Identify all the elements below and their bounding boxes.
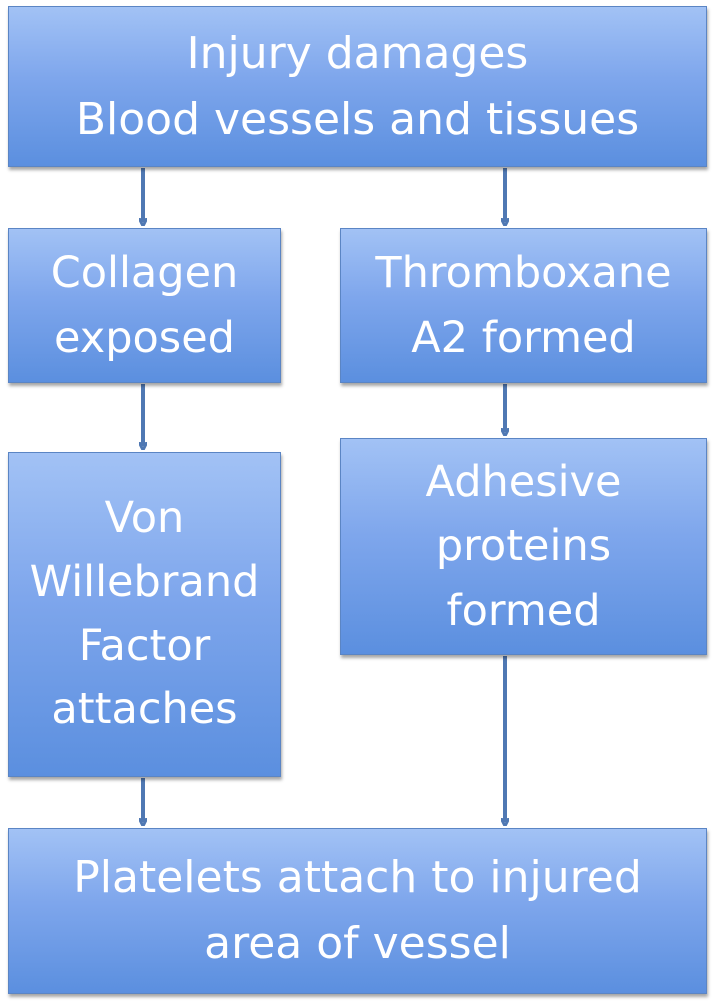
- node-injury-damages: Injury damages Blood vessels and tissues: [8, 6, 707, 167]
- node-platelets-attach: Platelets attach to injured area of vess…: [8, 828, 707, 994]
- node-collagen-exposed: Collagen exposed: [8, 228, 281, 383]
- node-injury-damages-label: Injury damages Blood vessels and tissues: [75, 27, 640, 145]
- node-collagen-exposed-label: Collagen exposed: [50, 248, 239, 363]
- node-von-willebrand-factor: Von Willebrand Factor attaches: [8, 452, 281, 777]
- node-thromboxane-formed: Thromboxane A2 formed: [340, 228, 707, 383]
- node-adhesive-proteins-label: Adhesive proteins formed: [425, 456, 622, 636]
- node-platelets-attach-label: Platelets attach to injured area of vess…: [73, 852, 642, 969]
- node-thromboxane-formed-label: Thromboxane A2 formed: [375, 248, 672, 363]
- node-adhesive-proteins: Adhesive proteins formed: [340, 438, 707, 655]
- node-von-willebrand-factor-label: Von Willebrand Factor attaches: [29, 493, 260, 735]
